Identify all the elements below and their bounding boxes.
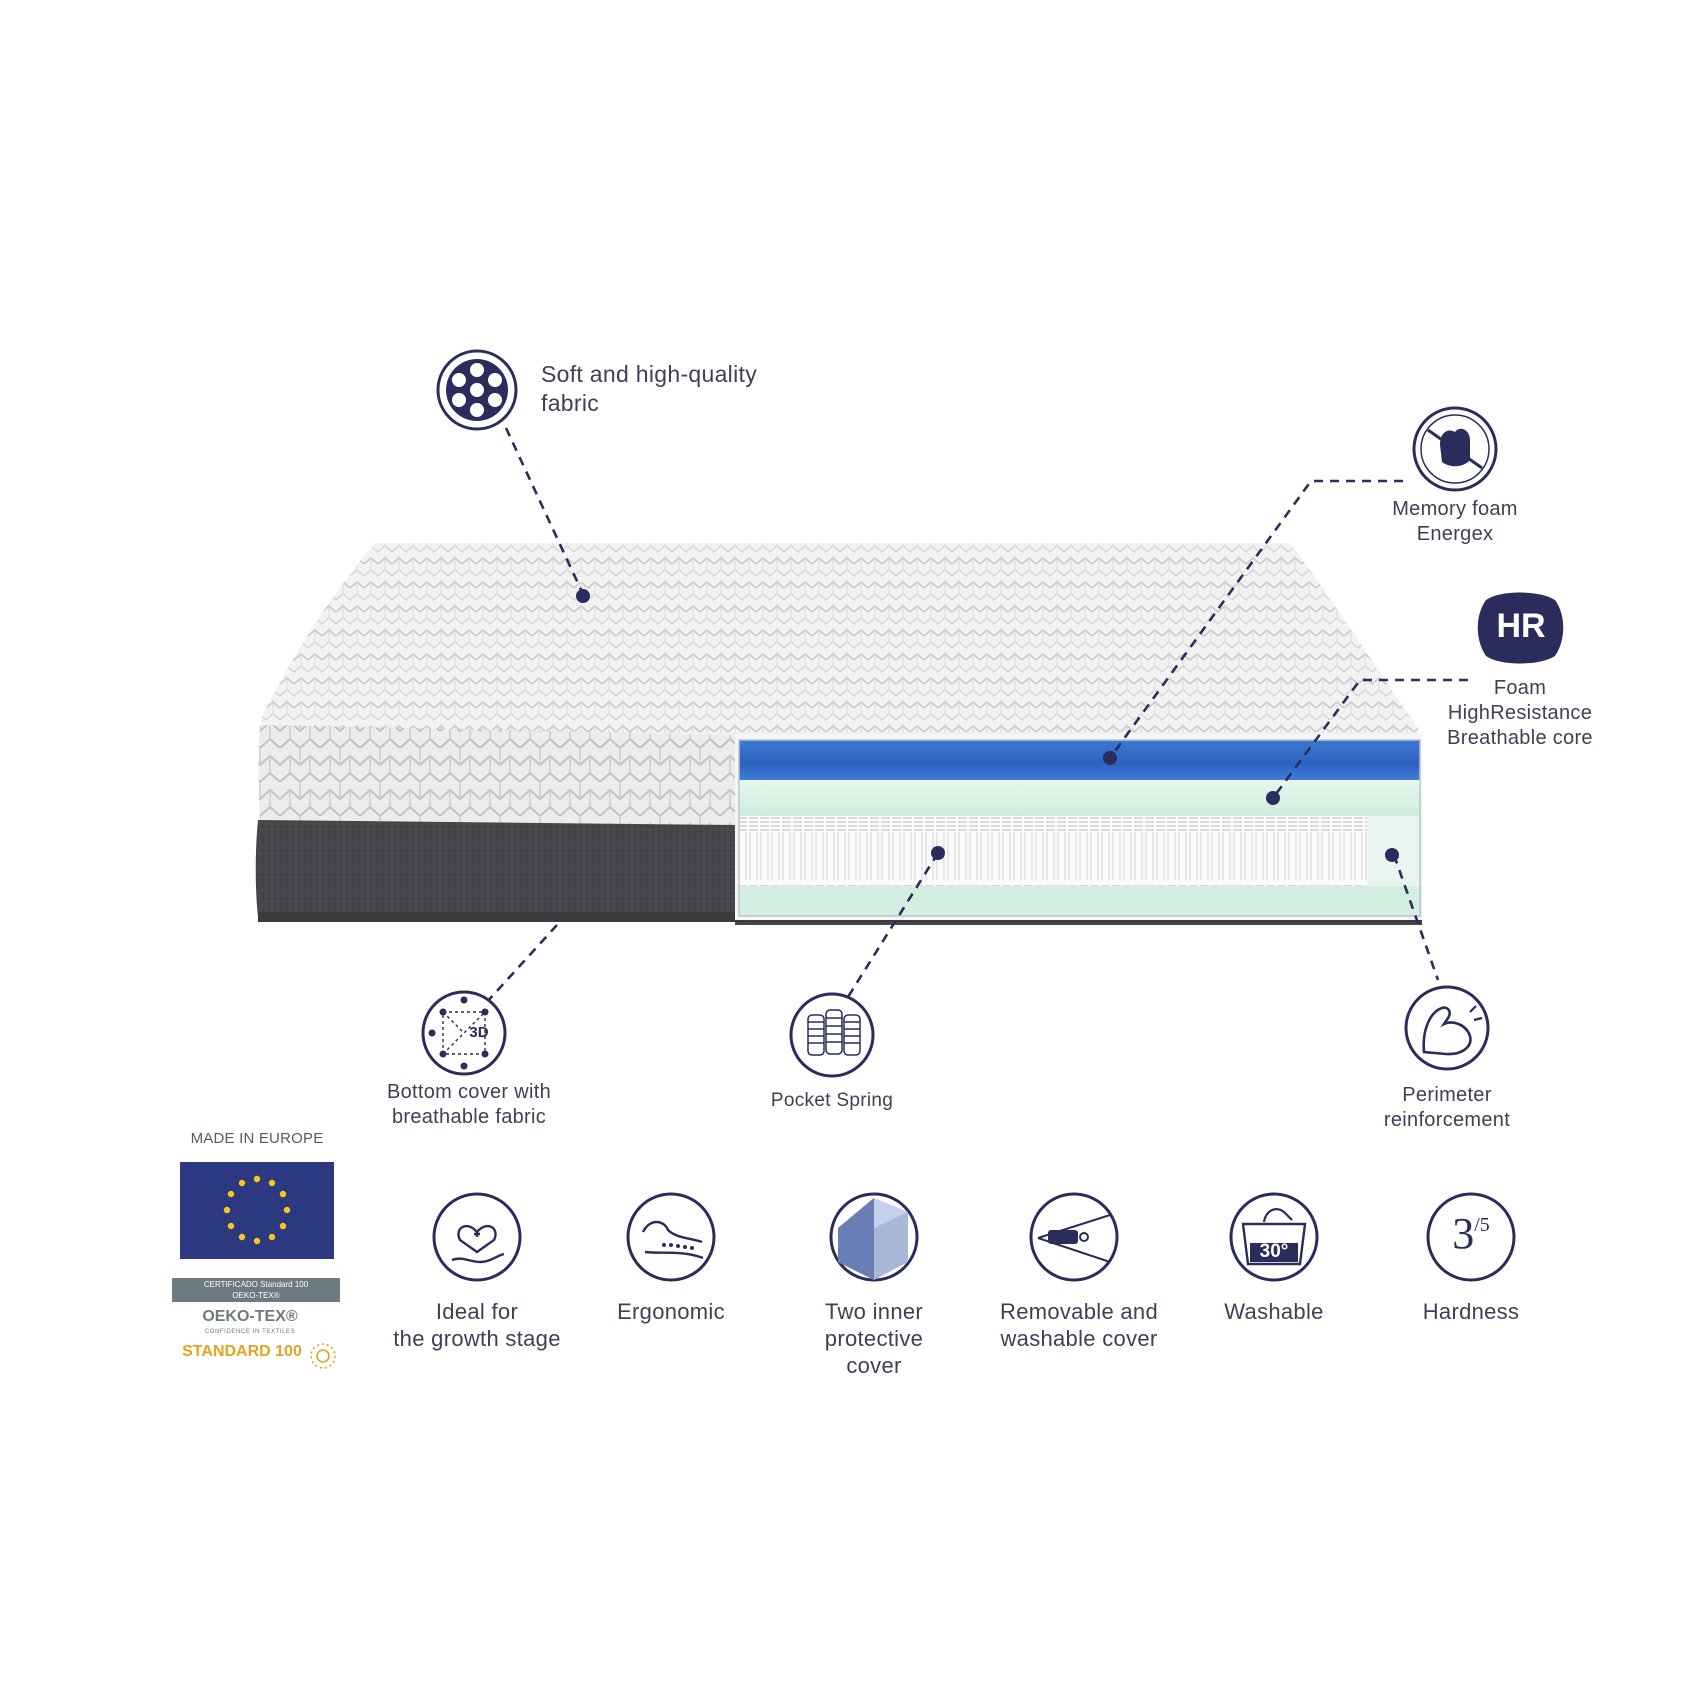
removable-line2: washable cover xyxy=(1000,1326,1158,1351)
oeko-cert-line2: OEKO-TEX® xyxy=(232,1291,280,1300)
spring-label-line1: Pocket Spring xyxy=(770,1090,894,1111)
perimeter-label-line2: reinforcement xyxy=(1383,1109,1511,1131)
oeko-cert-line1: CERTIFICADO Standard 100 xyxy=(203,1280,309,1289)
growth-line2: the growth stage xyxy=(393,1326,561,1351)
hardness-line1: Hardness xyxy=(1422,1299,1520,1324)
made-in-europe-label: MADE IN EUROPE xyxy=(190,1130,324,1147)
oeko-flower-icon xyxy=(310,1343,336,1369)
feature-label-removable: Removable and washable cover xyxy=(979,1298,1179,1352)
wash-30-icon xyxy=(1229,1192,1319,1282)
leader-dots xyxy=(576,589,1399,862)
hr-label-line1: Foam xyxy=(1493,677,1547,699)
oeko-subtitle: CONFIDENCE IN TEXTILES xyxy=(204,1329,296,1335)
hardness-scale: /5 xyxy=(1474,1214,1490,1236)
mattress-top xyxy=(262,543,1418,735)
inner-cover-icon xyxy=(829,1192,919,1282)
zipper-icon xyxy=(1029,1192,1119,1282)
oeko-certificate-bar xyxy=(172,1278,340,1302)
feature-label-ergonomic: Ergonomic xyxy=(591,1298,751,1325)
hardness-value: 3/5 xyxy=(1441,1212,1501,1266)
growth-line1: Ideal for xyxy=(435,1299,519,1324)
heart-hand-icon xyxy=(432,1192,522,1282)
3d-badge-text: 3D xyxy=(469,1024,489,1041)
perimeter-callout-label: Perimeter reinforcement xyxy=(1362,1083,1532,1133)
inner-cover-line1: Two inner xyxy=(824,1299,924,1324)
pocket-spring-icon xyxy=(789,992,875,1078)
hr-badge-icon xyxy=(1477,592,1564,664)
removable-line1: Removable and xyxy=(1000,1299,1158,1324)
feature-label-hardness: Hardness xyxy=(1391,1298,1551,1325)
3d-mesh-icon xyxy=(421,990,507,1076)
oeko-title: OEKO-TEX® xyxy=(202,1308,298,1325)
feature-label-washable: Washable xyxy=(1194,1298,1354,1325)
memory-callout-label: Memory foam Energex xyxy=(1365,497,1545,547)
eu-flag-icon xyxy=(180,1162,334,1259)
body-profile-icon xyxy=(626,1192,716,1282)
flexed-arm-icon xyxy=(1404,985,1490,1071)
oeko-standard: STANDARD 100 xyxy=(182,1343,302,1360)
memory-label-line1: Memory foam xyxy=(1392,498,1518,520)
fabric-callout-label: Soft and high-quality fabric xyxy=(541,360,757,418)
memory-label-line2: Energex xyxy=(1416,523,1494,545)
wash-30-text: 30° xyxy=(1259,1241,1289,1262)
hr-badge-text: HR xyxy=(1496,607,1546,645)
bottom-label-line2: breathable fabric xyxy=(391,1106,547,1128)
perimeter-label-line1: Perimeter xyxy=(1402,1084,1492,1106)
feature-label-growth: Ideal for the growth stage xyxy=(377,1298,577,1352)
hr-callout-label: Foam HighResistance Breathable core xyxy=(1430,676,1610,751)
hardness-number: 3 xyxy=(1452,1209,1475,1258)
hardness-icon xyxy=(1426,1192,1516,1282)
feature-label-inner-cover: Two inner protective cover xyxy=(794,1298,954,1379)
hand-press-icon xyxy=(1412,406,1498,492)
mattress-cutaway xyxy=(735,734,1422,920)
leader-lines xyxy=(485,427,1468,1004)
ergonomic-line1: Ergonomic xyxy=(617,1299,725,1324)
fabric-label-line2: fabric xyxy=(541,390,600,416)
hr-label-line3: Breathable core xyxy=(1447,727,1593,749)
hr-label-line2: HighResistance xyxy=(1447,702,1593,724)
mattress-side-quilted xyxy=(258,725,735,825)
spring-callout-label: Pocket Spring xyxy=(742,1088,922,1113)
mattress-base xyxy=(255,820,1422,925)
inner-cover-line2: protective xyxy=(824,1326,924,1351)
washable-line1: Washable xyxy=(1224,1299,1324,1324)
bottom-label-line1: Bottom cover with xyxy=(386,1081,552,1103)
oeko-certificate-text: CERTIFICADO Standard 100 OEKO-TEX® xyxy=(172,1279,340,1301)
fabric-dots-icon xyxy=(436,349,518,431)
inner-cover-line3: cover xyxy=(846,1353,902,1378)
bottom-callout-label: Bottom cover with breathable fabric xyxy=(364,1080,574,1130)
eu-stars xyxy=(223,1175,291,1245)
fabric-label-line1: Soft and high-quality xyxy=(541,361,757,387)
